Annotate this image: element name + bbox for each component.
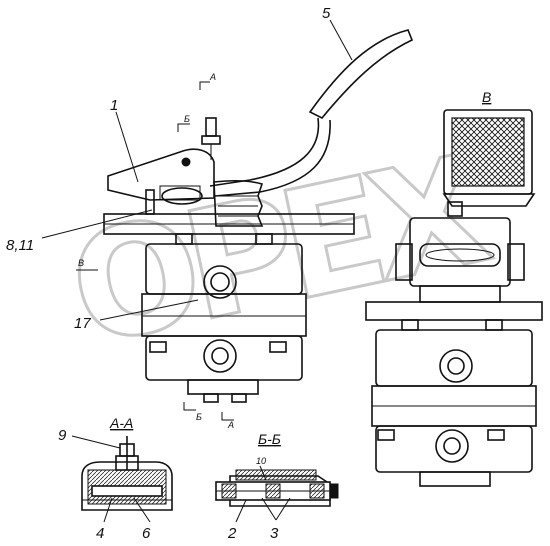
leader-lines <box>41 19 353 523</box>
view-v-label: В <box>482 89 491 105</box>
callout-3: 3 <box>270 525 279 542</box>
callout-2: 2 <box>227 525 237 542</box>
view-v-assembly <box>365 109 543 487</box>
callout-5: 5 <box>322 5 331 22</box>
callout-4: 4 <box>96 525 104 542</box>
view-arrow-label: В <box>78 258 84 268</box>
section-bb-label: Б-Б <box>258 431 281 447</box>
section-aa-label: А-А <box>109 415 133 431</box>
callout-17: 17 <box>74 315 91 332</box>
cut-b-top: Б <box>184 114 190 124</box>
callout-10: 10 <box>256 456 266 466</box>
cut-markers <box>76 81 234 421</box>
cut-a-top: А <box>209 72 216 82</box>
cut-a-bottom: А <box>227 420 234 430</box>
section-aa-drawing <box>81 436 173 511</box>
cut-b-bottom: Б <box>196 412 202 422</box>
callout-8-11: 8,11 <box>6 237 34 254</box>
pedal-assembly <box>103 29 414 403</box>
callout-9: 9 <box>58 427 67 444</box>
callout-1: 1 <box>110 97 118 114</box>
section-bb-drawing <box>215 469 339 507</box>
callout-6: 6 <box>142 525 151 542</box>
